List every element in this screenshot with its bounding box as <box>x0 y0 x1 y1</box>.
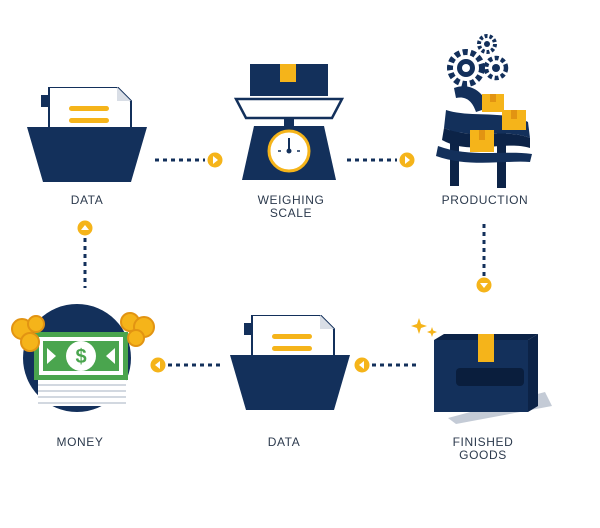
step-label-data-top: DATA <box>70 193 104 207</box>
sparkle-icon <box>411 318 427 334</box>
conveyor-gears-icon <box>436 34 532 188</box>
step-label-production: PRODUCTION <box>441 193 529 207</box>
folder-document-icon <box>230 315 350 410</box>
gear-icon <box>477 34 497 54</box>
step-label-finished-goods: FINISHED GOODS <box>452 435 514 462</box>
coin-icon <box>11 315 45 352</box>
dollar-symbol: $ <box>75 346 86 368</box>
box-sparkle-icon <box>411 318 552 424</box>
connector-data-to-money <box>150 357 222 373</box>
money-coins-icon: $ <box>11 304 155 412</box>
connector-money-to-data <box>77 220 93 288</box>
coin-icon <box>120 312 155 347</box>
weighing-scale-icon <box>233 64 345 180</box>
gear-icon <box>447 49 485 87</box>
folder-document-icon <box>27 87 147 182</box>
connector-production-to-goods <box>476 224 492 293</box>
connector-data-to-scale <box>155 152 223 168</box>
step-label-weighing-scale: WEIGHING SCALE <box>257 193 325 220</box>
connector-scale-to-production <box>347 152 415 168</box>
gear-icon <box>483 55 509 81</box>
sparkle-icon <box>427 327 437 337</box>
connector-goods-to-data <box>354 357 420 373</box>
step-label-data-bottom: DATA <box>267 435 301 449</box>
step-label-money: MONEY <box>56 435 104 449</box>
